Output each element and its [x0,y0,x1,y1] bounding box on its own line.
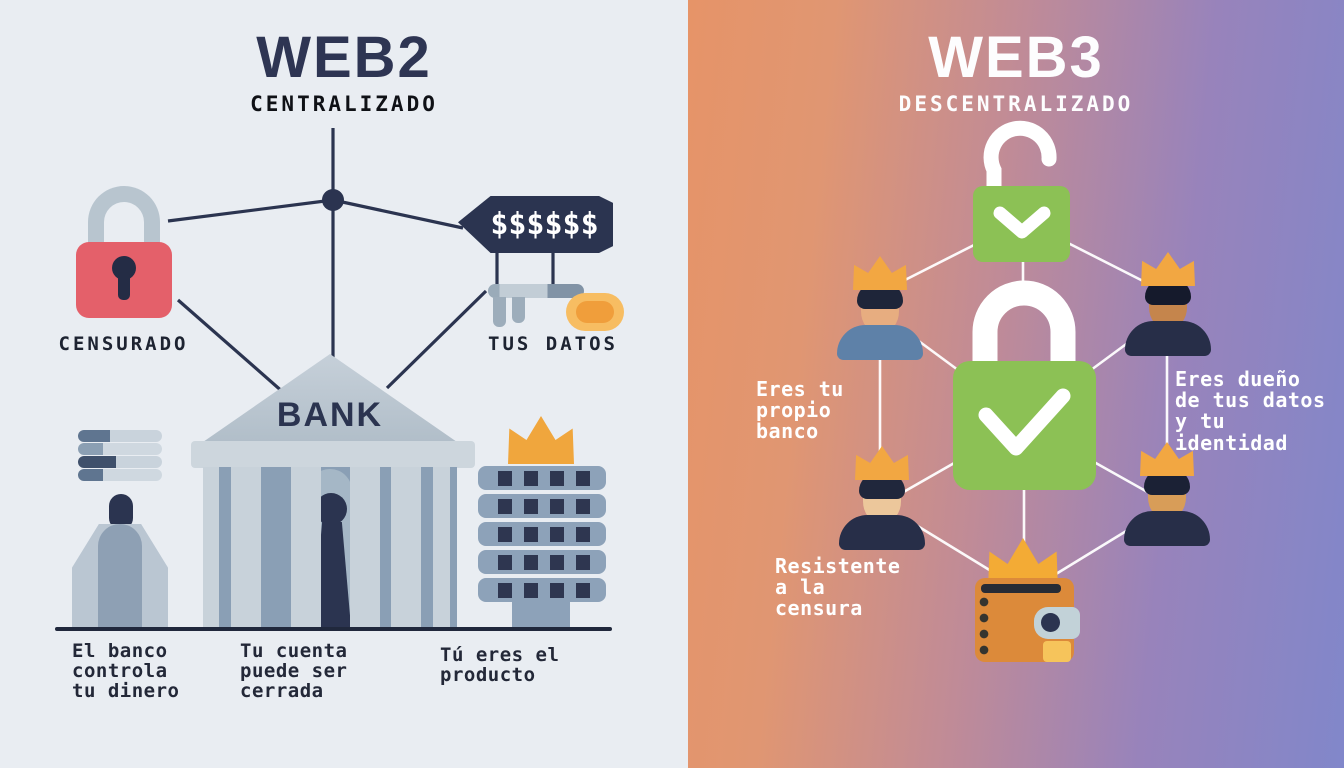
caliper-bar [488,284,584,298]
tower-floor [478,466,606,490]
wallet-slot [981,584,1061,593]
avatar-shoulders [1125,321,1211,356]
price-tag-text: $$$$$$ [490,207,599,242]
censored-label: CENSURADO [58,333,189,355]
tower-floor [478,522,606,546]
wallet-stitching [979,594,989,658]
web3-benefit-censorship-resistant: Resistente a la censura [775,554,901,621]
web3-title: WEB3 [928,25,1104,90]
crowned-user-avatar [836,256,924,360]
wallet-clasp-button [1041,613,1060,632]
bank-column [350,467,380,627]
tower-floor [478,550,606,574]
crown-icon [853,256,907,290]
stack-bar [78,430,162,442]
bank-column [433,467,450,627]
stack-bar [78,469,162,481]
crowned-user-avatar [1123,442,1211,546]
bank-column [203,467,219,627]
tower-floor [478,494,606,518]
statue-core [98,524,142,628]
bank-sign: BANK [276,396,384,434]
web3-subtitle: DESCENTRALIZADO [898,92,1134,116]
caliper-prong [493,297,506,327]
web3-benefit-own-bank: Eres tu propio banco [756,377,844,444]
stack-bar [78,443,162,455]
avatar-shoulders [837,325,923,360]
price-tag-icon: $$$$$$ [458,196,613,253]
wallet-card [1043,641,1071,662]
web2-subtitle: CENTRALIZADO [250,92,438,116]
crown-icon [1141,252,1195,286]
crown-icon [855,446,909,480]
avatar-shoulders [839,515,925,550]
web2-footnote-bank-controls: El banco controla tu dinero [72,640,180,703]
crowned-user-avatar [838,446,926,550]
web2-footnote-you-are-product: Tú eres el producto [440,644,560,687]
web2-title: WEB2 [256,25,432,90]
data-pill-core [576,301,614,323]
bank-column [291,467,321,627]
bank-entablature [191,441,475,468]
your-data-label: TUS DATOS [488,333,618,355]
bank-column [231,467,261,627]
ground-line [55,627,612,631]
crowned-user-avatar [1124,252,1212,356]
bank-column [391,467,421,627]
stack-bar [78,456,162,468]
web2-footnote-account-closed: Tu cuenta puede ser cerrada [240,640,348,703]
tower-floor [478,578,606,602]
keyhole-stem [118,272,130,300]
avatar-shoulders [1124,511,1210,546]
caliper-prong [512,297,525,323]
tower-base [512,600,570,628]
web3-benefit-own-data: Eres dueño de tus datos y tu identidad [1175,367,1326,455]
